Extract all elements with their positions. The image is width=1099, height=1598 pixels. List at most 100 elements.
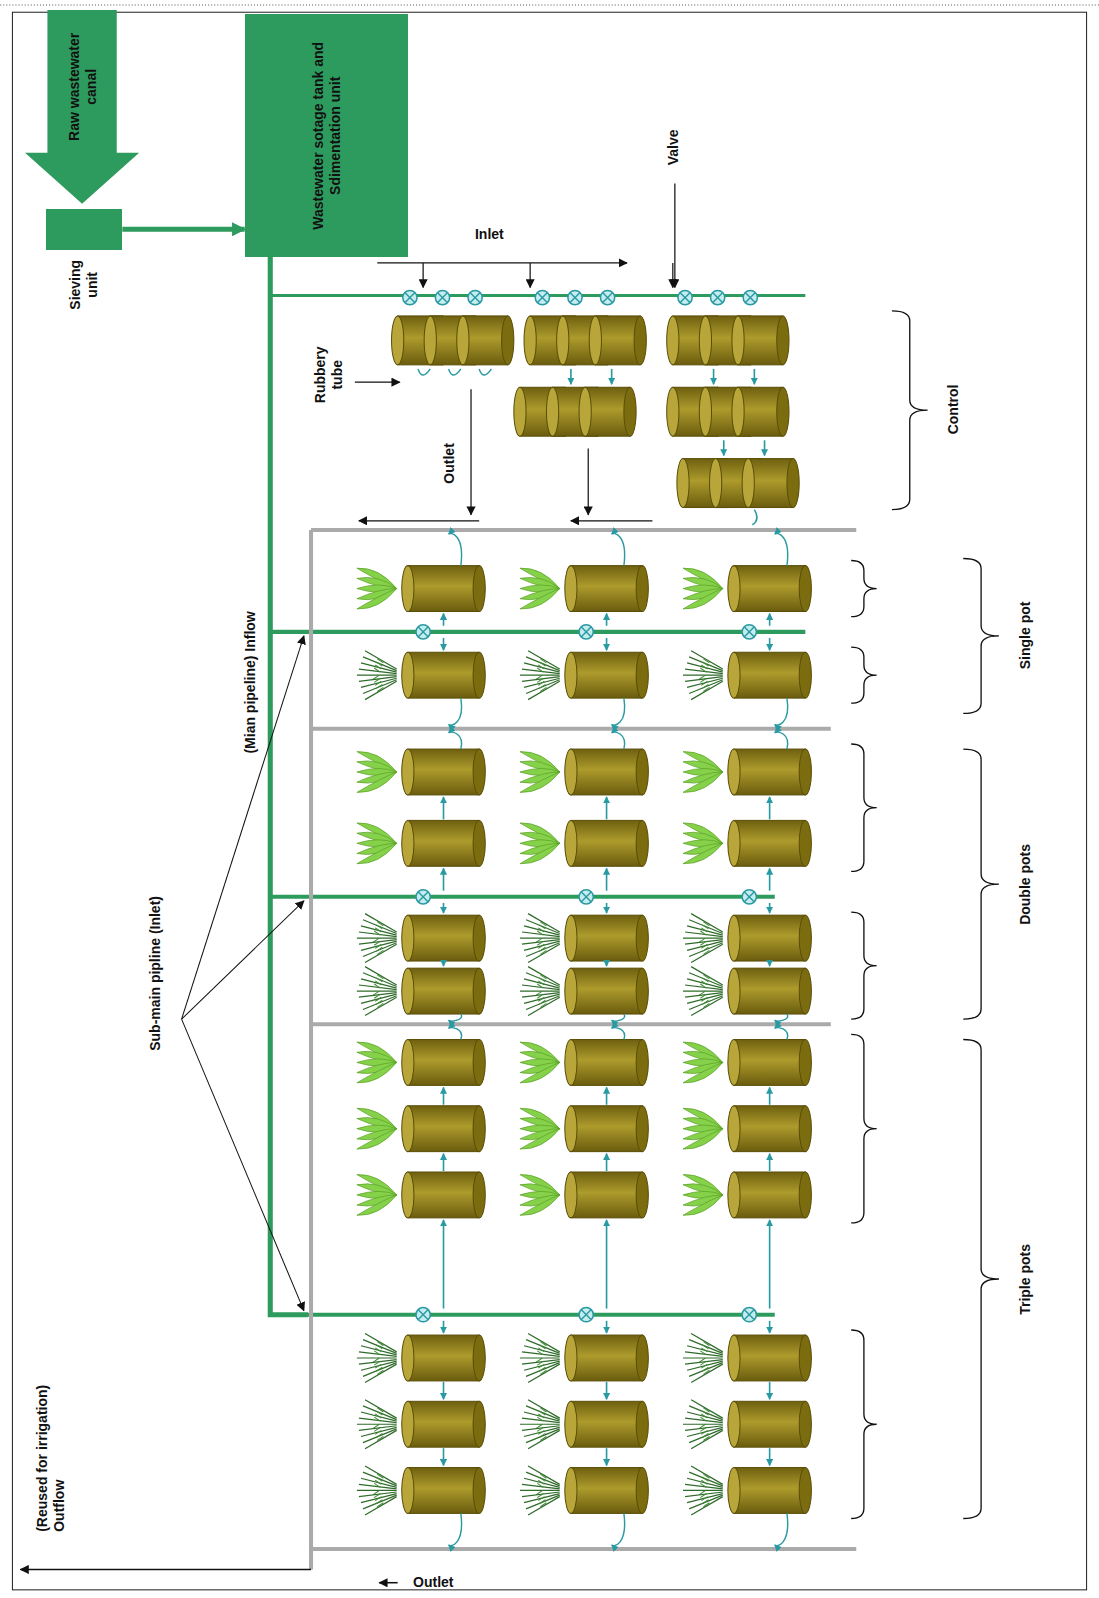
leader-line xyxy=(674,183,675,287)
flow-arrow xyxy=(769,638,771,650)
grass-plant xyxy=(357,1466,397,1515)
pot-cylinder xyxy=(402,652,486,698)
flow-arrow xyxy=(769,1321,771,1333)
pot-cylinder xyxy=(565,968,649,1014)
group-brace xyxy=(851,1330,876,1519)
main-pipeline xyxy=(270,255,308,1315)
outlet-arrow xyxy=(588,448,589,514)
grass-plant xyxy=(520,914,560,963)
pot-cylinder xyxy=(402,1401,486,1447)
leafy-plant xyxy=(683,823,723,864)
flow-arrow xyxy=(769,1382,771,1399)
outlet-channel xyxy=(311,727,831,731)
flow-arrow xyxy=(769,1220,771,1309)
outlet-arrow xyxy=(379,1582,397,1584)
leafy-plant xyxy=(683,1042,723,1083)
pot-cylinder xyxy=(565,915,649,961)
sub-main-pipe xyxy=(270,630,805,634)
grass-plant xyxy=(520,1466,560,1515)
callout-label: Sub-main pipline (Inlet) xyxy=(147,853,164,1093)
group-brace xyxy=(963,558,999,713)
leafy-plant xyxy=(520,1175,560,1216)
valve-symbol xyxy=(416,1308,430,1322)
valve-symbol xyxy=(742,625,756,639)
flow-arrow xyxy=(606,1448,608,1465)
arrow-shape xyxy=(25,10,139,204)
outlet-channel xyxy=(311,528,856,532)
leafy-plant xyxy=(520,1108,560,1149)
pot-cylinder xyxy=(402,749,486,795)
sieve-box xyxy=(46,209,122,250)
pot-cylinder xyxy=(728,1040,812,1086)
pot-cylinder xyxy=(565,566,649,612)
outlet-tube xyxy=(612,1513,625,1545)
pot-cylinder xyxy=(579,387,636,436)
leafy-plant xyxy=(357,1108,397,1149)
pot-cylinder xyxy=(402,566,486,612)
pot-cylinder xyxy=(728,566,812,612)
flow-arrow xyxy=(769,1154,771,1171)
callout-label: Valve xyxy=(664,118,681,178)
pot-cylinder xyxy=(732,316,789,365)
system-drawing xyxy=(0,5,1099,1590)
flow-arrow xyxy=(443,1220,445,1309)
pot-cylinder xyxy=(732,387,789,436)
valve-symbol xyxy=(568,290,582,304)
leafy-plant xyxy=(357,752,397,793)
pot-cylinder xyxy=(728,1172,812,1218)
outlet-tube xyxy=(775,732,788,749)
grass-plant xyxy=(683,967,723,1016)
outlet-tube xyxy=(612,1028,625,1040)
inlet-arrow xyxy=(423,263,424,287)
flow-arrow xyxy=(443,614,445,626)
pot-cylinder xyxy=(565,1401,649,1447)
pot-cylinder xyxy=(565,820,649,866)
flow-arrow xyxy=(606,1382,608,1399)
leader-line xyxy=(182,1019,304,1310)
outlet-tube xyxy=(775,1014,788,1021)
flow-arrow xyxy=(443,1321,445,1333)
sub-main-pipe xyxy=(308,1313,775,1317)
flow-arrow xyxy=(606,903,608,913)
leafy-plant xyxy=(683,1175,723,1216)
pot-cylinder xyxy=(402,1172,486,1218)
grass-plant xyxy=(357,651,397,700)
outlet-channel xyxy=(309,530,313,1570)
grass-plant xyxy=(683,914,723,963)
callout-label: (Mian pipeline) Inflow xyxy=(241,583,258,783)
rubbery-tube xyxy=(479,369,491,375)
flow-arrow xyxy=(769,1448,771,1465)
group-brace xyxy=(851,561,876,617)
dotted-border xyxy=(0,5,1099,6)
valve-symbol xyxy=(435,290,449,304)
callout-label: Outlet xyxy=(440,429,457,499)
valve-symbol xyxy=(743,290,757,304)
callout-label: Double pots xyxy=(1016,824,1033,944)
flow-arrow xyxy=(443,1448,445,1465)
outlet-channel xyxy=(311,1022,831,1026)
pot-cylinder xyxy=(728,820,812,866)
grass-plant xyxy=(520,1334,560,1383)
callout-label: Single pot xyxy=(1016,581,1033,691)
flow-arrow xyxy=(769,962,771,966)
pot-cylinder xyxy=(402,820,486,866)
pot-cylinder xyxy=(728,749,812,795)
flow-connector xyxy=(122,227,244,232)
pot-cylinder xyxy=(565,1040,649,1086)
flow-arrow xyxy=(606,614,608,626)
outlet-tube xyxy=(449,1513,462,1545)
valve-symbol xyxy=(535,290,549,304)
group-brace xyxy=(963,1040,999,1519)
outlet-arrow xyxy=(470,389,471,514)
flow-arrow xyxy=(443,797,445,819)
flow-arrow xyxy=(606,1321,608,1333)
callout-label: (Reused for irrigation) Outflow xyxy=(34,1342,68,1532)
pot-cylinder xyxy=(565,1335,649,1381)
inlet-arrow xyxy=(672,263,673,287)
inlet-arrow xyxy=(530,263,531,287)
pot-cylinder xyxy=(565,1468,649,1514)
valve-symbol xyxy=(403,290,417,304)
flow-arrow xyxy=(606,962,608,966)
leader-line xyxy=(355,382,400,383)
